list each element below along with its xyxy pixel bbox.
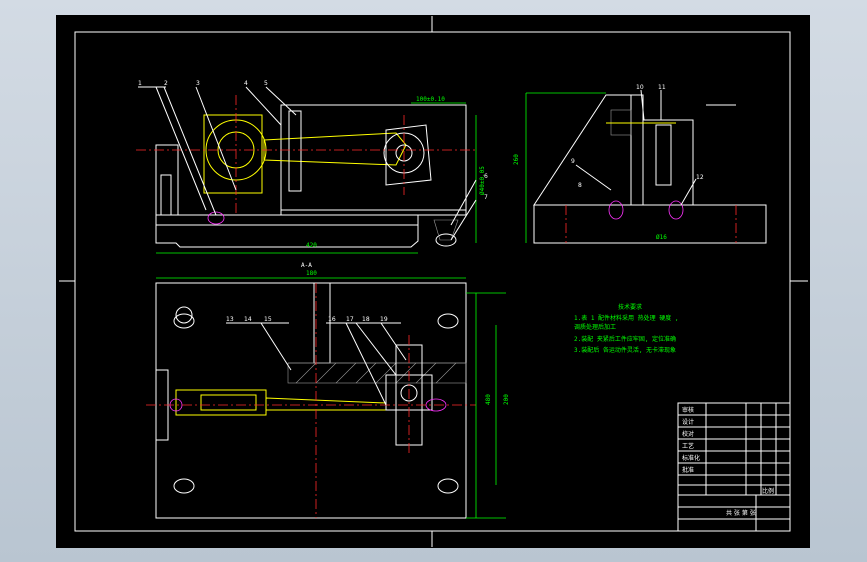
svg-text:11: 11 [658,84,666,91]
dim-front-height: 260 [513,154,520,165]
svg-text:5: 5 [264,80,268,87]
svg-text:19: 19 [380,316,388,323]
svg-text:校对: 校对 [682,430,694,438]
svg-text:6: 6 [484,173,488,180]
svg-text:12: 12 [696,174,704,181]
svg-text:审核: 审核 [682,406,694,414]
scale-label: 比例 [762,487,774,495]
plan-view: A-A 180 480 200 [146,262,510,519]
svg-text:2: 2 [164,80,168,87]
svg-text:8: 8 [578,182,582,189]
svg-text:工艺: 工艺 [682,442,694,450]
svg-text:设计: 设计 [682,418,694,426]
svg-text:16: 16 [328,316,336,323]
svg-text:4: 4 [244,80,248,87]
dim-bore-top: 100±0.10 [416,96,445,103]
svg-text:3: 3 [196,80,200,87]
note-line-2: 调质处理后加工 [574,323,616,331]
dim-plan-height-b: 200 [503,394,510,405]
section-label: A-A [301,262,312,269]
dim-plan-height-a: 480 [485,394,492,405]
note-line-1: 1.表 1 配件材料采用 热处理 硬度 , [574,314,679,322]
dim-plan-width: 180 [306,270,317,277]
dim-right-note: Ø40±0.05 [479,166,486,195]
svg-text:标准化: 标准化 [682,454,700,462]
svg-text:10: 10 [636,84,644,91]
sheet-label: 共 张 第 张 [726,509,756,517]
svg-text:14: 14 [244,316,252,323]
svg-text:批准: 批准 [682,466,694,474]
front-view: 420 100±0.10 Ø40±0.05 1 2 3 4 5 6 7 [136,80,488,254]
note-line-3: 2.装配 夹紧后工件应牢固, 定位准确 [574,335,676,343]
svg-text:13: 13 [226,316,234,323]
svg-text:9: 9 [571,158,575,165]
note-line-4: 3.装配后 各运动件灵活, 无卡滞现象 [574,346,676,354]
title-block: 审核 设计 校对 工艺 标准化 批准 比例 共 张 第 张 [677,402,791,532]
cad-drawing: 420 100±0.10 Ø40±0.05 1 2 3 4 5 6 7 [59,16,808,547]
notes-title: 技术要求 [618,303,642,311]
dim-side-note: Ø16 [656,234,667,241]
svg-text:17: 17 [346,316,354,323]
svg-text:18: 18 [362,316,370,323]
svg-text:1: 1 [138,80,142,87]
technical-notes: 技术要求 1.表 1 配件材料采用 热处理 硬度 , 调质处理后加工 2.装配 … [574,303,679,354]
cad-viewport[interactable]: 420 100±0.10 Ø40±0.05 1 2 3 4 5 6 7 [56,15,810,548]
svg-text:7: 7 [484,194,488,201]
svg-text:15: 15 [264,316,272,323]
dim-front-width: 420 [306,242,317,249]
side-view: 260 Ø16 9 8 10 11 12 [513,84,767,244]
